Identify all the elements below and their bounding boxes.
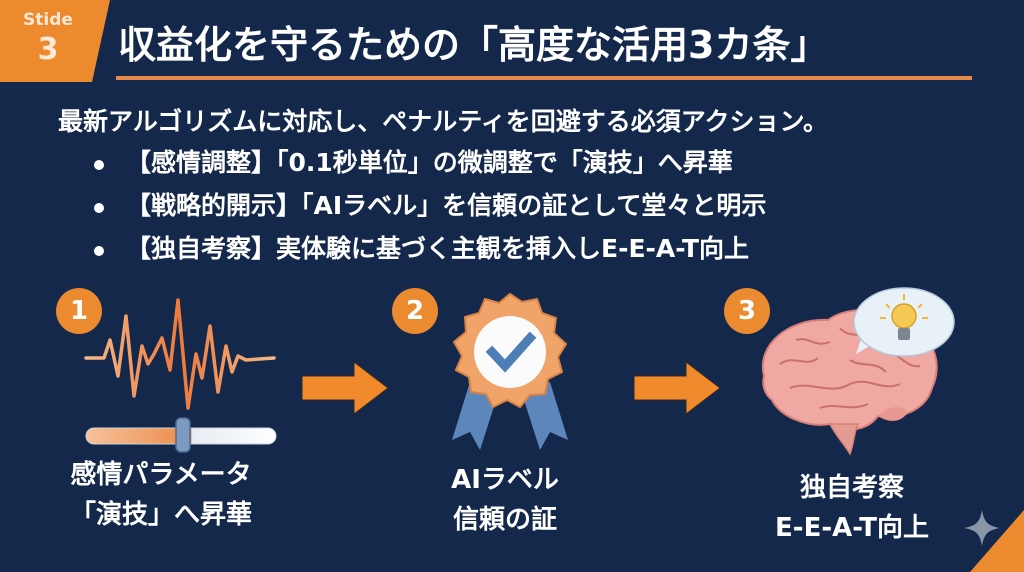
step-caption-3: 独自考察 E-E-A-T向上	[762, 468, 942, 548]
arrow-right-icon	[634, 362, 721, 414]
waveform-slider-icon	[84, 298, 277, 453]
step-caption-2: AIラベル 信頼の証	[420, 460, 590, 540]
step-badge-1: 1	[56, 288, 102, 334]
bullet-dot-icon	[94, 203, 104, 213]
title-underline	[116, 76, 972, 80]
step-caption-line1: 感情パラメータ	[70, 460, 252, 490]
step-caption-line2: 「演技」へ昇華	[69, 500, 252, 530]
bullet-dot-icon	[94, 160, 104, 170]
bullet-item: 【感情調整】「0.1秒単位」の微調整で「演技」へ昇華	[92, 146, 766, 189]
bullet-text: 【感情調整】「0.1秒単位」の微調整で「演技」へ昇華	[126, 148, 733, 177]
brain-lightbulb-icon	[761, 287, 955, 456]
award-ribbon-check-icon	[452, 292, 568, 450]
step-caption-line1: AIラベル	[451, 465, 559, 495]
bullet-dot-icon	[94, 246, 104, 256]
corner-accent	[970, 510, 1024, 572]
step-badge-2: 2	[392, 288, 438, 334]
slide-number-tag: Stide 3	[0, 0, 110, 82]
bullet-list: 【感情調整】「0.1秒単位」の微調整で「演技」へ昇華 【戦略的開示】「AIラベル…	[92, 146, 766, 275]
bullet-item: 【独自考察】実体験に基づく主観を挿入しE-E-A-T向上	[92, 232, 766, 275]
speech-bubble	[853, 287, 955, 357]
step-caption-line2: E-E-A-T向上	[775, 513, 929, 543]
arrow-right-icon	[302, 362, 389, 414]
bullet-text: 【戦略的開示】「AIラベル」を信頼の証として堂々と明示	[126, 191, 767, 220]
slide-subtitle: 最新アルゴリズムに対応し、ペナルティを回避する必須アクション。	[58, 107, 829, 136]
step-caption-line1: 独自考察	[799, 473, 904, 503]
bullet-text: 【独自考察】実体験に基づく主観を挿入しE-E-A-T向上	[126, 234, 750, 263]
step-badge-3: 3	[724, 288, 770, 334]
bullet-item: 【戦略的開示】「AIラベル」を信頼の証として堂々と明示	[92, 189, 766, 232]
slide-title: 収益化を守るための「高度な活用3カ条」	[118, 23, 829, 67]
step-caption-1: 感情パラメータ 「演技」へ昇華	[56, 455, 266, 535]
slide-tag-number: 3	[37, 32, 59, 67]
step-caption-line2: 信頼の証	[452, 505, 557, 535]
slide-tag-label: Stide	[23, 10, 73, 30]
